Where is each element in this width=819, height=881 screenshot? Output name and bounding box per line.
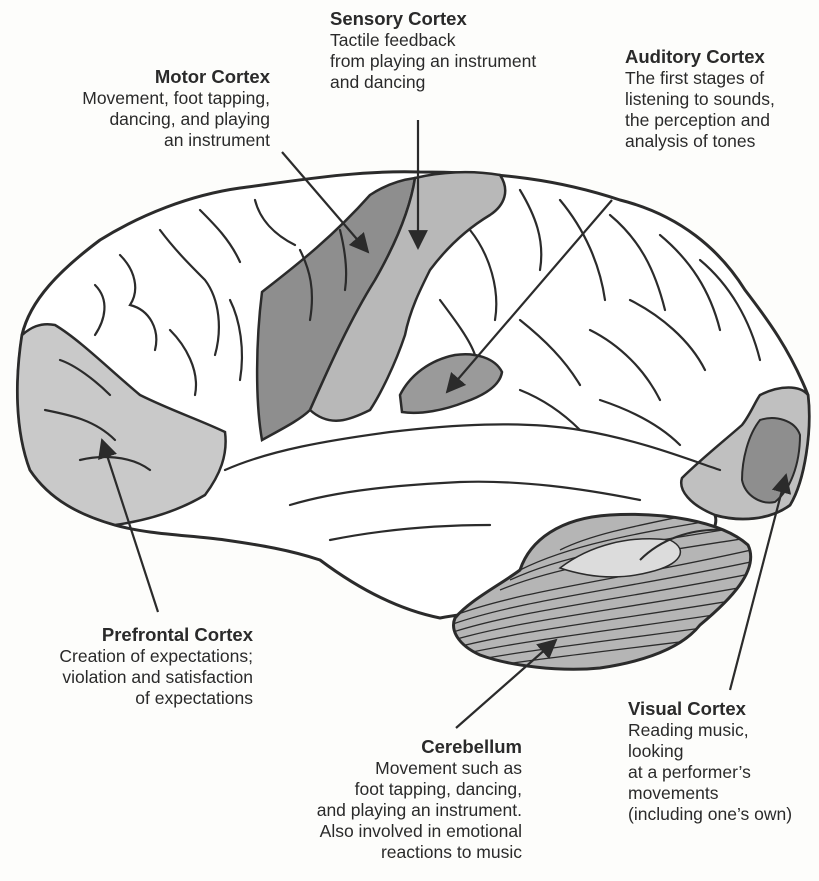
cerebellum-line-3: and playing an instrument. [262, 800, 522, 821]
cerebellum-line-2: foot tapping, dancing, [262, 779, 522, 800]
motor-title: Motor Cortex [10, 66, 270, 88]
visual-line-1: Reading music, [628, 720, 818, 741]
visual-label: Visual Cortex Reading music, looking at … [628, 698, 818, 825]
prefrontal-line-3: of expectations [3, 688, 253, 709]
sensory-line-3: and dancing [330, 72, 536, 93]
auditory-title: Auditory Cortex [625, 46, 815, 68]
prefrontal-line-1: Creation of expectations; [3, 646, 253, 667]
motor-line-2: dancing, and playing [10, 109, 270, 130]
sensory-line-1: Tactile feedback [330, 30, 536, 51]
auditory-line-1: The first stages of [625, 68, 815, 89]
prefrontal-title: Prefrontal Cortex [3, 624, 253, 646]
motor-label: Motor Cortex Movement, foot tapping, dan… [10, 66, 270, 151]
auditory-label: Auditory Cortex The first stages of list… [625, 46, 815, 152]
sensory-title: Sensory Cortex [330, 8, 536, 30]
auditory-line-2: listening to sounds, [625, 89, 815, 110]
cerebellum-line-5: reactions to music [262, 842, 522, 863]
visual-title: Visual Cortex [628, 698, 818, 720]
visual-line-3: at a performer’s [628, 762, 818, 783]
motor-line-3: an instrument [10, 130, 270, 151]
cerebellum-line-1: Movement such as [262, 758, 522, 779]
cerebellum-label: Cerebellum Movement such as foot tapping… [262, 736, 522, 863]
auditory-line-3: the perception and [625, 110, 815, 131]
sensory-label: Sensory Cortex Tactile feedback from pla… [330, 8, 536, 93]
visual-line-4: movements [628, 783, 818, 804]
cerebellum-title: Cerebellum [262, 736, 522, 758]
visual-line-5: (including one’s own) [628, 804, 818, 825]
prefrontal-label: Prefrontal Cortex Creation of expectatio… [3, 624, 253, 709]
cerebellum-line-4: Also involved in emotional [262, 821, 522, 842]
motor-line-1: Movement, foot tapping, [10, 88, 270, 109]
visual-line-2: looking [628, 741, 818, 762]
prefrontal-line-2: violation and satisfaction [3, 667, 253, 688]
sensory-line-2: from playing an instrument [330, 51, 536, 72]
auditory-line-4: analysis of tones [625, 131, 815, 152]
